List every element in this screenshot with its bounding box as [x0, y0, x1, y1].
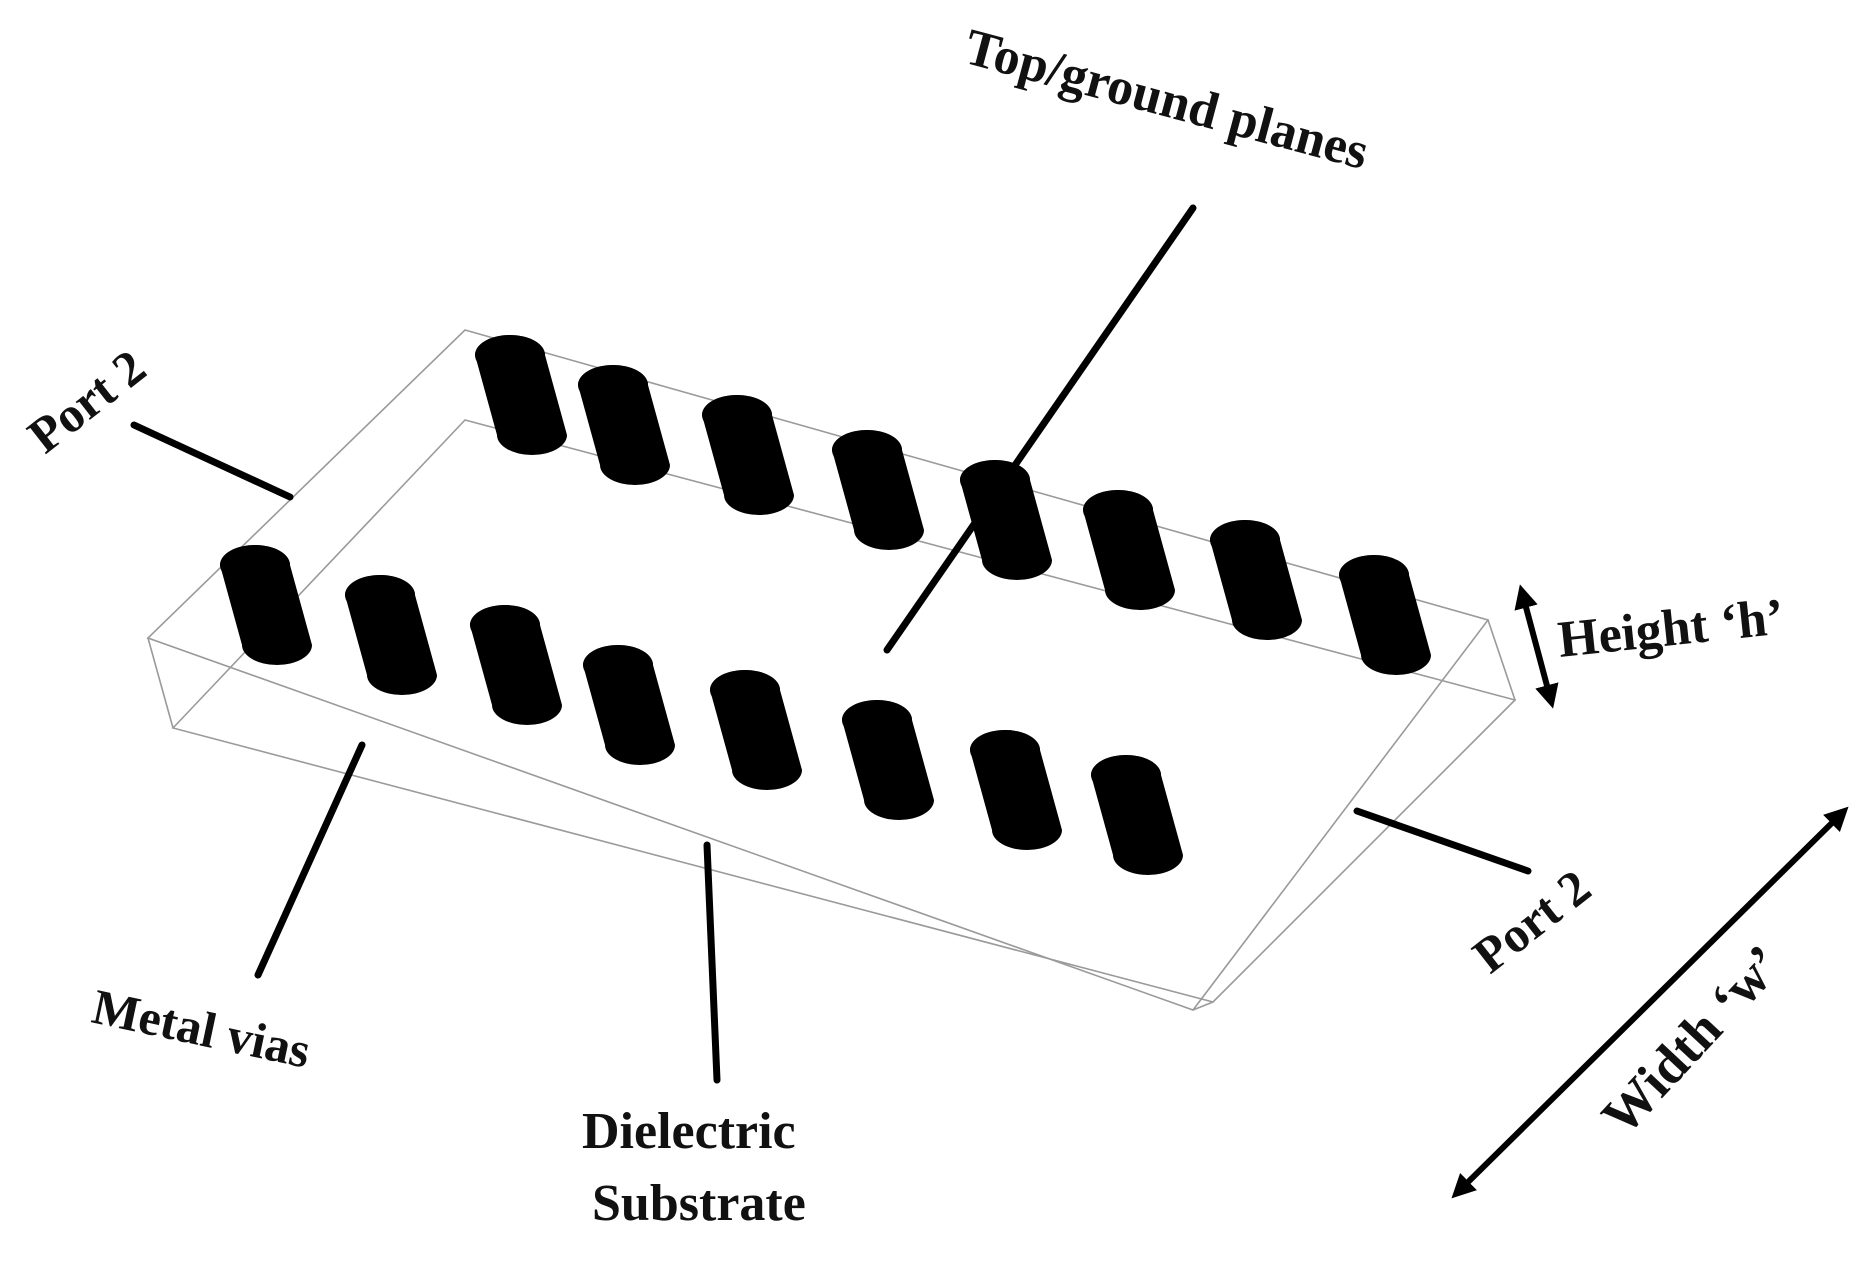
- metal-via: [578, 365, 670, 485]
- metal-vias-group: [220, 335, 1431, 875]
- label-dielectric: Dielectric: [582, 1103, 796, 1160]
- metal-via: [1091, 755, 1183, 875]
- metal-via: [475, 335, 567, 455]
- metal-via: [470, 605, 562, 725]
- metal-via: [1339, 555, 1431, 675]
- leader-top-ground-planes: [883, 204, 1197, 654]
- metal-via: [970, 730, 1062, 850]
- metal-via: [832, 430, 924, 550]
- metal-via: [1210, 520, 1302, 640]
- metal-via: [583, 645, 675, 765]
- height-dimension-arrow: [1514, 584, 1559, 709]
- label-metal-vias: Metal vias: [88, 978, 316, 1079]
- leader-metal-vias: [254, 741, 366, 979]
- metal-via: [842, 700, 934, 820]
- metal-via: [710, 670, 802, 790]
- metal-via: [345, 575, 437, 695]
- dielectric-substrate-box: [146, 329, 1517, 1011]
- label-port-left: Port 2: [17, 338, 155, 463]
- label-width: Width ‘w’: [1590, 934, 1794, 1146]
- metal-via: [220, 545, 312, 665]
- label-top-ground-planes: Top/ground planes: [959, 19, 1374, 181]
- leader-port-right: [1353, 807, 1532, 875]
- width-dimension-arrow: [1451, 806, 1849, 1199]
- metal-via: [702, 395, 794, 515]
- label-port-right: Port 2: [1462, 858, 1600, 983]
- metal-via: [1083, 490, 1175, 610]
- label-height: Height ‘h’: [1555, 589, 1786, 669]
- label-substrate: Substrate: [592, 1175, 806, 1232]
- leader-dielectric: [703, 841, 721, 1084]
- leader-port-left: [130, 421, 294, 501]
